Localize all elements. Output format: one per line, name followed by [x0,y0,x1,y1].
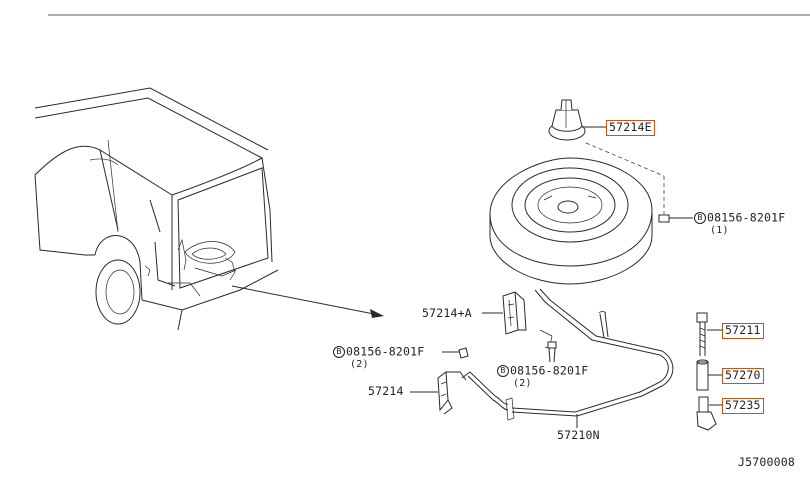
dashed-line-nut [585,142,665,177]
callout-arrow [231,285,384,318]
part-label-57235: 57235 [722,398,764,414]
bolt-part-number: 08156-8201F [510,363,589,378]
vehicle-rear-illustration [34,87,279,331]
part-label-57210n: 57210N [557,428,600,442]
part-label-57214: 57214 [368,384,404,398]
bolt-quantity: (1) [710,225,729,236]
diagram-code: J5700008 [738,455,795,469]
bolt-right [658,214,693,223]
hoist-cable-assembly [461,288,674,421]
bolt-marker-icon: B [694,212,706,224]
bolt-quantity: (2) [350,359,369,370]
bolt-quantity: (2) [513,378,532,389]
spare-tire [489,157,653,285]
bolt-left [442,347,469,359]
lock-bolt-57211 [696,312,708,356]
bracket-lower [437,371,467,415]
bracket-upper [502,291,527,335]
bolt-part-number: 08156-8201F [707,210,786,225]
bolt-marker-icon: B [333,346,345,358]
part-label-57270: 57270 [722,368,764,384]
part-label-57214a: 57214+A [422,306,472,320]
spacer-57270 [696,359,709,391]
bolt-middle [547,341,557,363]
lock-nut-part [548,99,586,141]
part-label-57214e: 57214E [606,120,655,136]
adapter-57235 [696,396,717,431]
bolt-marker-icon: B [497,365,509,377]
bolt-part-number: 08156-8201F [346,344,425,359]
part-label-57211: 57211 [722,323,764,339]
